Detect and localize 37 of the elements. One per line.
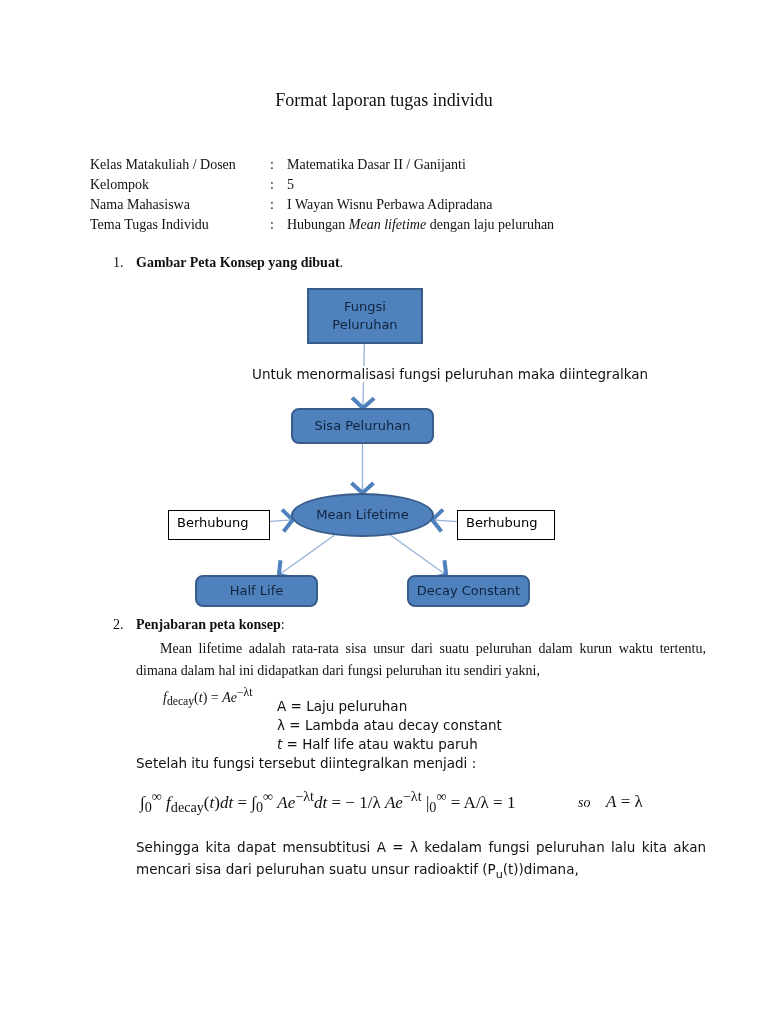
definition-text: t = Half life atau waktu paruh bbox=[277, 736, 478, 752]
rounded-box: Decay Constant bbox=[407, 575, 530, 607]
colon: : bbox=[270, 177, 274, 193]
field-label: Kelompok bbox=[90, 177, 150, 193]
formula-text: so bbox=[578, 795, 591, 811]
rounded-box: Half Life bbox=[195, 575, 318, 607]
colon: : bbox=[270, 197, 274, 213]
field-value: I Wayan Wisnu Perbawa Adipradana bbox=[287, 197, 493, 213]
paragraph: Sehingga kita dapat mensubtitusi A = λ kedalam fungsi peluruhan lalu kita akan mencari sisa dari peluruhan suatu unsur radioaktif (P$_{u}$(t))dimana, bbox=[136, 838, 706, 883]
definition-text: A = Laju peluruhan bbox=[277, 698, 408, 714]
colon: : bbox=[270, 157, 274, 173]
text-box: Berhubung bbox=[457, 510, 555, 540]
field-value: Matematika Dasar II / Ganijanti bbox=[287, 157, 466, 173]
page-title: Format laporan tugas individu bbox=[274, 90, 494, 111]
paragraph: Setelah itu fungsi tersebut diintegralkan menjadi : bbox=[136, 755, 477, 771]
field-label: Tema Tugas Individu bbox=[90, 217, 209, 233]
field-value: 5 bbox=[287, 177, 294, 193]
rounded-box: Sisa Peluruhan bbox=[291, 408, 434, 444]
formula: A = λ bbox=[606, 792, 643, 812]
list-number: 1. bbox=[113, 255, 124, 271]
list-number: 2. bbox=[113, 617, 124, 633]
field-value: Hubungan Mean lifetime dengan laju peluruhan bbox=[287, 217, 555, 233]
colon: : bbox=[270, 217, 274, 233]
arrow bbox=[349, 443, 376, 495]
process-box: Fungsi Peluruhan bbox=[307, 288, 423, 344]
ellipse-node: Mean Lifetime bbox=[291, 493, 434, 537]
arrow bbox=[269, 507, 295, 534]
text-box: Berhubung bbox=[168, 510, 270, 540]
arrow bbox=[430, 507, 458, 534]
integral-formula: ∫$_{0}$$^{∞}$ f$_{decay}$(t)dt = ∫$_{0}$$^{∞}$ Ae$^{−λt}$dt = − 1/λ Ae$^{−λt}$ |$_{0}$$^{∞}$ = A/λ = 1 bbox=[140, 788, 516, 817]
section-heading: Penjabaran peta konsep: bbox=[136, 617, 285, 633]
edge-label: Untuk menormalisasi fungsi peluruhan maka diintegralkan bbox=[252, 366, 649, 382]
section-heading: Gambar Peta Konsep yang dibuat. bbox=[136, 255, 344, 271]
field-label: Nama Mahasiswa bbox=[90, 197, 190, 213]
formula: f$_{decay}$(t) = Ae$^{−λt}$ bbox=[163, 686, 253, 709]
field-label: Kelas Matakuliah / Dosen bbox=[90, 157, 236, 173]
definition-text: λ = Lambda atau decay constant bbox=[277, 717, 502, 733]
